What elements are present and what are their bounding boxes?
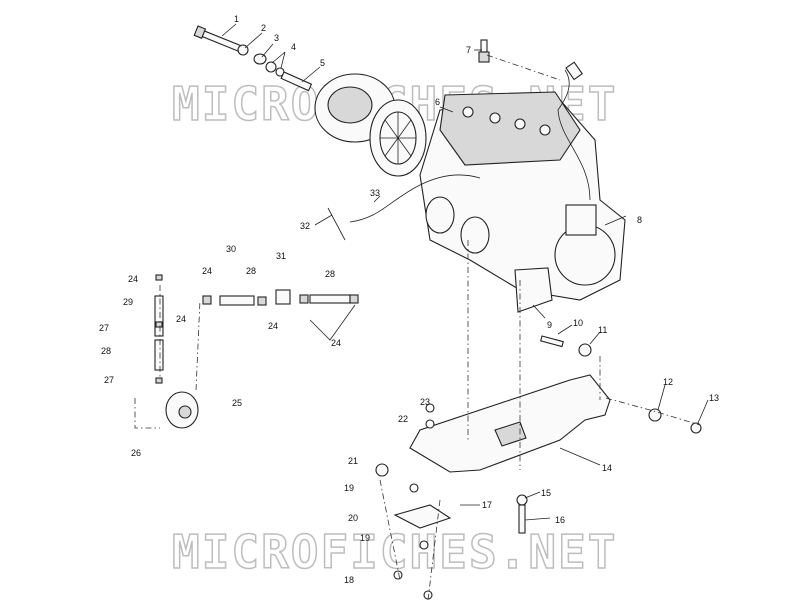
callout-7: 7 xyxy=(466,45,471,55)
callout-22: 22 xyxy=(398,414,408,424)
drive-clutch xyxy=(314,73,427,177)
fuel-hoses xyxy=(134,274,359,429)
callout-labels: 1 2 3 4 5 6 7 8 9 10 11 12 13 14 15 16 1… xyxy=(99,14,719,585)
rod xyxy=(327,207,346,241)
callout-32: 32 xyxy=(300,221,310,231)
callout-31: 31 xyxy=(276,251,286,261)
watermark-bottom: MICROFICHES.NET xyxy=(172,525,617,579)
callout-16: 16 xyxy=(555,515,565,525)
callout-1: 1 xyxy=(234,14,239,24)
callout-30: 30 xyxy=(226,244,236,254)
guide-plug xyxy=(486,54,561,81)
callout-12: 12 xyxy=(663,377,673,387)
callout-25: 25 xyxy=(232,398,242,408)
callout-21: 21 xyxy=(348,456,358,466)
callout-18: 18 xyxy=(344,575,354,585)
callout-27b: 27 xyxy=(104,375,114,385)
engine xyxy=(419,91,626,313)
callout-24b: 24 xyxy=(202,266,212,276)
callout-6: 6 xyxy=(435,97,440,107)
callout-28b: 28 xyxy=(246,266,256,276)
callout-28a: 28 xyxy=(101,346,111,356)
callout-9: 9 xyxy=(547,320,552,330)
engine-pan xyxy=(393,374,611,529)
callout-24e: 24 xyxy=(331,338,341,348)
callout-23: 23 xyxy=(420,397,430,407)
callout-24c: 24 xyxy=(176,314,186,324)
callout-27a: 27 xyxy=(99,323,109,333)
callout-15: 15 xyxy=(541,488,551,498)
callout-5: 5 xyxy=(320,58,325,68)
callout-19a: 19 xyxy=(344,483,354,493)
plug-cap xyxy=(565,61,583,81)
callout-29: 29 xyxy=(123,297,133,307)
callout-24d: 24 xyxy=(268,321,278,331)
throttle-cable xyxy=(349,174,481,223)
callout-4: 4 xyxy=(291,42,296,52)
mount-hardware xyxy=(375,240,702,601)
callout-19b: 19 xyxy=(360,533,370,543)
spark-plug-wire xyxy=(557,69,591,201)
callout-8: 8 xyxy=(637,215,642,225)
callout-24a: 24 xyxy=(128,274,138,284)
callout-33: 33 xyxy=(370,188,380,198)
spark-plug xyxy=(478,39,490,63)
callout-20: 20 xyxy=(348,513,358,523)
callout-10: 10 xyxy=(573,318,583,328)
callout-13: 13 xyxy=(709,393,719,403)
callout-14: 14 xyxy=(602,463,612,473)
callout-26: 26 xyxy=(131,448,141,458)
clutch-bolt-assembly xyxy=(193,25,313,92)
callout-2: 2 xyxy=(261,23,266,33)
callout-3: 3 xyxy=(274,33,279,43)
callout-11: 11 xyxy=(598,325,607,335)
callout-28c: 28 xyxy=(325,269,335,279)
callout-17: 17 xyxy=(482,500,492,510)
leader-lines xyxy=(221,23,709,521)
